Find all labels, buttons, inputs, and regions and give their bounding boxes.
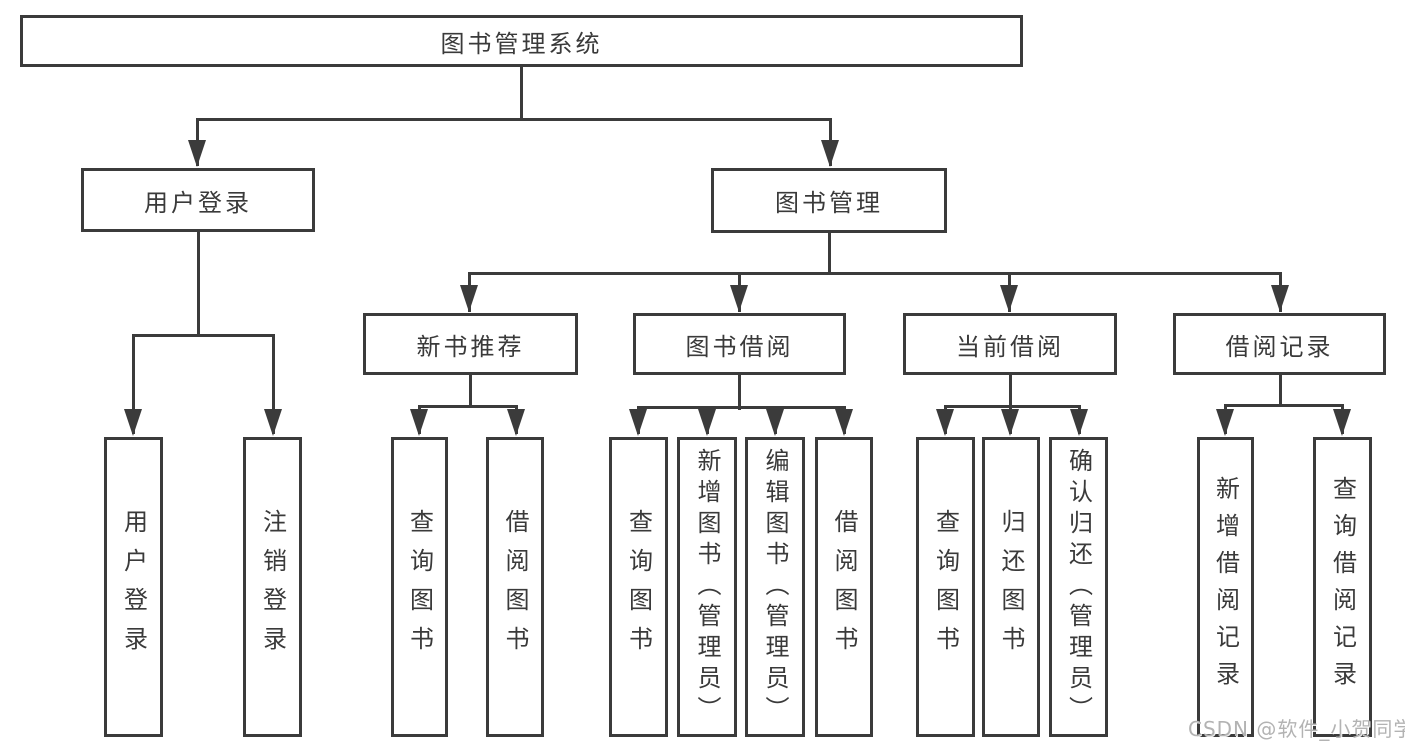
arrow-down-icon: [1216, 409, 1234, 436]
node-label: 借阅记录: [1225, 332, 1334, 361]
node-label: 查询借阅记录: [1328, 476, 1357, 698]
node-library-management-system: 图书管理系统: [20, 15, 1023, 67]
node-new-book-recommend: 新书推荐: [363, 313, 578, 375]
node-label: 注销登录: [258, 509, 287, 665]
leaf-user-login: 用户登录: [104, 437, 163, 737]
node-label: 用户登录: [144, 188, 252, 217]
node-label: 新增借阅记录: [1211, 476, 1240, 698]
node-current-borrowing: 当前借阅: [903, 313, 1117, 375]
node-label: 借阅图书: [501, 509, 529, 665]
arrow-down-icon: [507, 409, 525, 436]
node-label: 归还图书: [997, 509, 1025, 665]
leaf-logout-login: 注销登录: [243, 437, 302, 737]
node-label: 确认归还（管理员）: [1064, 447, 1093, 727]
connector-line: [738, 374, 741, 410]
arrow-down-icon: [730, 285, 748, 312]
node-user-login: 用户登录: [81, 168, 315, 232]
arrow-down-icon: [766, 409, 784, 436]
node-book-management: 图书管理: [711, 168, 947, 233]
arrow-down-icon: [264, 409, 282, 436]
leaf-query-borrow-record: 查询借阅记录: [1313, 437, 1372, 737]
node-label: 图书借阅: [685, 332, 794, 361]
node-label: 新书推荐: [416, 332, 525, 361]
connector-line: [272, 334, 275, 434]
node-label: 用户登录: [119, 509, 148, 665]
arrow-down-icon: [1001, 409, 1019, 436]
node-label: 查询图书: [624, 509, 653, 665]
node-label: 图书管理系统: [440, 29, 603, 58]
node-label: 借阅图书: [830, 509, 858, 665]
node-label: 图书管理: [775, 189, 883, 217]
connector-line: [1224, 404, 1344, 407]
arrow-down-icon: [460, 285, 478, 312]
connector-line: [197, 231, 200, 337]
connector-line: [469, 374, 472, 408]
connector-line: [1279, 374, 1282, 407]
node-book-borrowing: 图书借阅: [633, 313, 846, 375]
leaf-borrow-book-recommend: 借阅图书: [486, 437, 544, 737]
arrow-down-icon: [1000, 285, 1018, 312]
connector-line: [468, 272, 1282, 275]
leaf-query-book-borrowing: 查询图书: [609, 437, 668, 737]
arrow-down-icon: [1333, 409, 1351, 436]
connector-line: [944, 405, 1081, 408]
leaf-edit-book-admin: 编辑图书（管理员）: [745, 437, 805, 737]
connector-line: [828, 232, 831, 275]
arrow-down-icon: [835, 409, 853, 436]
arrow-down-icon: [936, 409, 954, 436]
arrow-down-icon: [698, 409, 716, 436]
arrow-down-icon: [188, 140, 206, 167]
connector-line: [637, 406, 846, 409]
node-label: 查询图书: [931, 509, 960, 665]
leaf-query-book-current: 查询图书: [916, 437, 975, 737]
leaf-add-borrow-record: 新增借阅记录: [1197, 437, 1254, 737]
connector-line: [196, 118, 832, 121]
arrow-down-icon: [124, 409, 142, 436]
node-borrowing-records: 借阅记录: [1173, 313, 1386, 375]
connector-line: [418, 405, 518, 408]
leaf-confirm-return-admin: 确认归还（管理员）: [1049, 437, 1108, 737]
arrow-down-icon: [821, 140, 839, 167]
node-label: 编辑图书（管理员）: [761, 447, 789, 727]
connector-line: [132, 334, 275, 337]
leaf-add-book-admin: 新增图书（管理员）: [677, 437, 737, 737]
arrow-down-icon: [1271, 285, 1289, 312]
csdn-watermark: CSDN @软件_小贺同学: [1188, 717, 1405, 741]
node-label: 新增图书（管理员）: [693, 447, 721, 727]
leaf-return-book: 归还图书: [982, 437, 1040, 737]
node-label: 查询图书: [405, 509, 434, 665]
arrow-down-icon: [410, 409, 428, 436]
arrow-down-icon: [629, 409, 647, 436]
arrow-down-icon: [1070, 409, 1088, 436]
connector-line: [1009, 374, 1012, 408]
connector-line: [520, 66, 523, 120]
node-label: 当前借阅: [956, 332, 1064, 361]
connector-line: [132, 334, 135, 434]
leaf-borrow-book-borrowing: 借阅图书: [815, 437, 873, 737]
leaf-query-book-recommend: 查询图书: [391, 437, 448, 737]
